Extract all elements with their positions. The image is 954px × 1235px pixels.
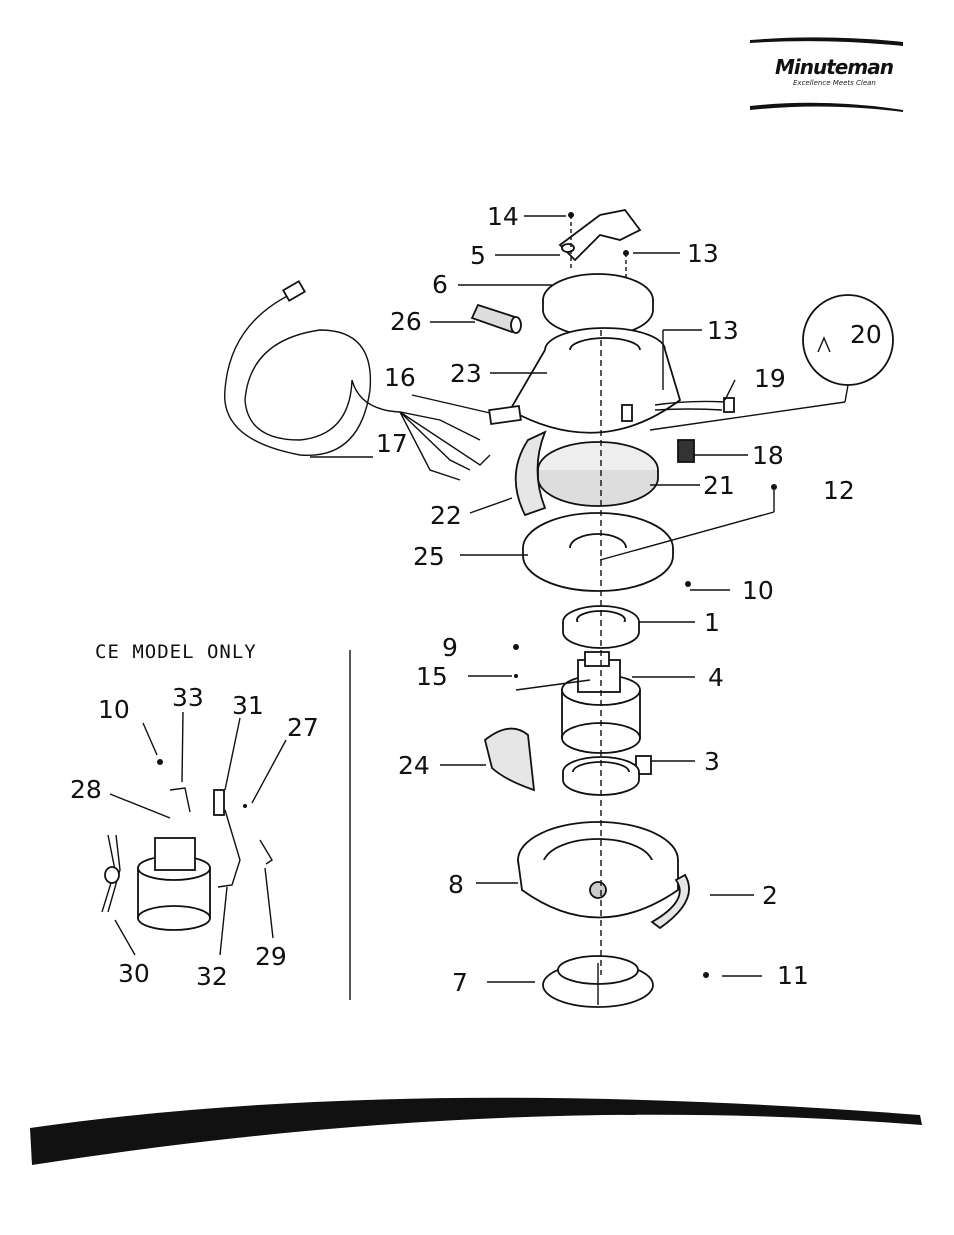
callout-9: 9: [442, 633, 458, 662]
part-filter-disc: [538, 442, 658, 506]
callout-13b: 13: [707, 316, 739, 345]
part-label: [489, 406, 521, 424]
callout-29: 29: [255, 942, 287, 971]
callout-24: 24: [398, 751, 430, 780]
callout-7: 7: [452, 968, 468, 997]
callout-11: 11: [777, 961, 809, 990]
callout-30: 30: [118, 959, 150, 988]
callout-6: 6: [432, 270, 448, 299]
callout-16: 16: [384, 363, 416, 392]
part-top-cap: [543, 274, 653, 336]
callout-13: 13: [687, 239, 719, 268]
callout-10b: 10: [98, 695, 130, 724]
part-cord-gland: [472, 305, 521, 333]
callout-5: 5: [470, 241, 486, 270]
callout-4: 4: [708, 663, 724, 692]
callout-22: 22: [430, 501, 462, 530]
callout-28: 28: [70, 775, 102, 804]
callout-10: 10: [742, 576, 774, 605]
callout-26: 26: [390, 307, 422, 336]
part-motor-cover: [510, 328, 680, 433]
callout-33: 33: [172, 683, 204, 712]
callout-2: 2: [762, 881, 778, 910]
callout-3: 3: [704, 747, 720, 776]
callout-1: 1: [704, 608, 720, 637]
ce-motor: [138, 838, 210, 930]
callout-23: 23: [450, 359, 482, 388]
callout-8: 8: [448, 870, 464, 899]
part-switch: [678, 440, 694, 462]
callout-25: 25: [413, 542, 445, 571]
callout-27: 27: [287, 713, 319, 742]
part-fan: [543, 956, 653, 1007]
callout-14: 14: [487, 202, 519, 231]
callout-17: 17: [376, 429, 408, 458]
callout-32: 32: [196, 962, 228, 991]
callout-18: 18: [752, 441, 784, 470]
part-clip-inset: [650, 295, 893, 430]
footer-swoosh: [30, 1098, 922, 1165]
callout-12: 12: [823, 476, 855, 505]
callout-19: 19: [754, 364, 786, 393]
part-base-housing: [518, 822, 678, 918]
part-foam-sleeve: [485, 729, 534, 790]
callout-31: 31: [232, 691, 264, 720]
callout-20: 20: [850, 320, 882, 349]
callout-15: 15: [416, 662, 448, 691]
part-fan-screw: [703, 972, 709, 978]
ce-model-title: CE MODEL ONLY: [95, 641, 257, 663]
part-mounting-plate: [523, 513, 673, 591]
callout-21: 21: [703, 471, 735, 500]
